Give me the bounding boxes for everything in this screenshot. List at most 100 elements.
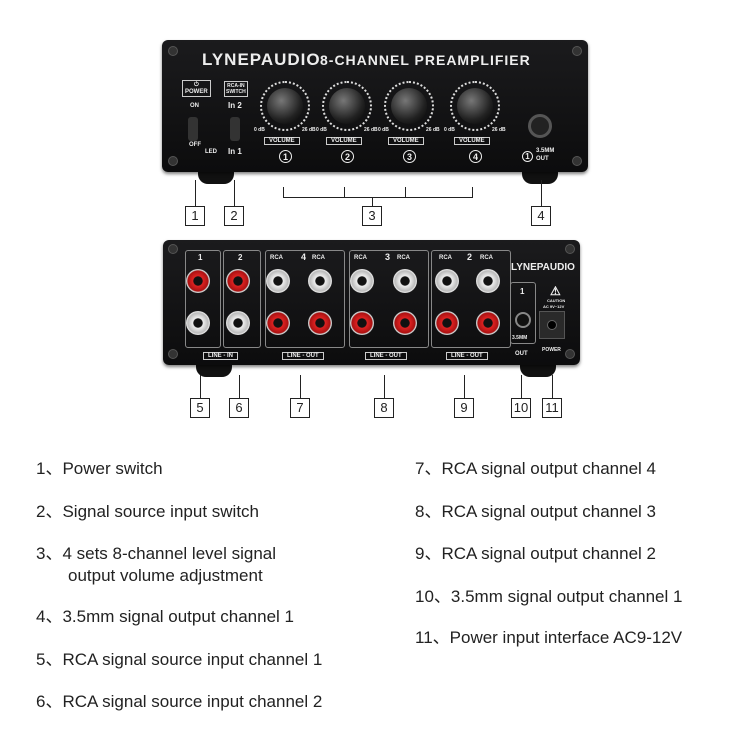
- line-in-label: LINE - IN: [203, 352, 238, 360]
- rear-jack-label: 3.5MM: [512, 335, 528, 341]
- callout-7: 7: [290, 398, 310, 418]
- rca-jack[interactable]: [308, 269, 332, 293]
- screw: [168, 349, 178, 359]
- line-out-label-4: LINE - OUT: [282, 352, 324, 360]
- volume-knob-2[interactable]: [322, 81, 372, 131]
- volume-knob-1[interactable]: [260, 81, 310, 131]
- knob-cap: [391, 88, 427, 124]
- rca-jack[interactable]: [266, 311, 290, 335]
- knob-min-label: 0 dB: [378, 127, 389, 133]
- rear-brand-logo: LYNEPAUDIO: [511, 262, 575, 273]
- rca-jack[interactable]: [476, 311, 500, 335]
- rca-jack[interactable]: [435, 311, 459, 335]
- knob-min-label: 0 dB: [444, 127, 455, 133]
- switch-label-1: RCA-IN: [227, 83, 245, 89]
- in1-label: In 1: [228, 147, 242, 156]
- legend-item-7: 7、RCA signal output channel 4: [415, 459, 656, 478]
- legend-item-8: 8、RCA signal output channel 3: [415, 502, 656, 521]
- rca-label: RCA: [480, 255, 493, 261]
- legend-item-3: 3、4 sets 8-channel level signal: [36, 544, 277, 563]
- rca-label: RCA: [354, 255, 367, 261]
- callout-line: [541, 180, 542, 206]
- callout-line: [464, 375, 465, 398]
- callout-10: 10: [511, 398, 531, 418]
- rca-jack[interactable]: [435, 269, 459, 293]
- legend-item-9: 9、RCA signal output channel 2: [415, 544, 656, 563]
- rca-jack[interactable]: [186, 311, 210, 335]
- front-foot-right: [522, 170, 558, 184]
- screw: [572, 46, 582, 56]
- screw: [565, 349, 575, 359]
- bracket-tick: [344, 187, 345, 197]
- brand-logo: LYNEPAUDIO: [202, 50, 321, 69]
- caution-label: CAUTION: [547, 298, 566, 303]
- callout-line: [521, 375, 522, 398]
- callout-9: 9: [454, 398, 474, 418]
- legend-item-1: 1、Power switch: [36, 459, 163, 478]
- callout-line: [384, 375, 385, 398]
- rca-jack[interactable]: [226, 311, 250, 335]
- rca-label: RCA: [312, 255, 325, 261]
- rca-jack[interactable]: [350, 269, 374, 293]
- out-section: [510, 282, 536, 344]
- rear-out-label: OUT: [515, 351, 528, 357]
- volume-label: VOLUME: [454, 137, 490, 145]
- rear-3-5mm-jack[interactable]: [515, 312, 531, 328]
- rca-jack[interactable]: [266, 269, 290, 293]
- screw: [168, 244, 178, 254]
- input-switch[interactable]: [230, 117, 240, 141]
- screw: [168, 156, 178, 166]
- input-number-1: 1: [198, 253, 203, 262]
- dc-power-jack[interactable]: [539, 311, 565, 339]
- volume-label: VOLUME: [326, 137, 362, 145]
- output-section-3: [349, 250, 429, 348]
- knob-max-label: 26 dB: [302, 127, 316, 133]
- volume-knob-4[interactable]: [450, 81, 500, 131]
- legend-item-11: 11、Power input interface AC9-12V: [415, 628, 683, 647]
- rca-label: RCA: [397, 255, 410, 261]
- legend-item-5: 5、RCA signal source input channel 1: [36, 650, 323, 669]
- rca-jack[interactable]: [226, 269, 250, 293]
- output-section-4: [265, 250, 345, 348]
- knob-max-label: 26 dB: [426, 127, 440, 133]
- knob-cap: [267, 88, 303, 124]
- knob-cap: [457, 88, 493, 124]
- legend-item-6: 6、RCA signal source input channel 2: [36, 692, 323, 711]
- callout-1: 1: [185, 206, 205, 226]
- input-section-2: [223, 250, 261, 348]
- rca-jack[interactable]: [350, 311, 374, 335]
- rear-foot-left: [196, 363, 232, 377]
- rca-jack[interactable]: [393, 311, 417, 335]
- knob-min-label: 0 dB: [316, 127, 327, 133]
- rca-jack[interactable]: [393, 269, 417, 293]
- out-label-1: 3.5MM: [536, 148, 555, 154]
- callout-3: 3: [362, 206, 382, 226]
- front-panel: LYNEPAUDIO 8-CHANNEL PREAMPLIFIER ⏻POWER…: [162, 40, 588, 172]
- power-text: POWER: [185, 89, 208, 95]
- rca-jack[interactable]: [186, 269, 210, 293]
- power-input-label: POWER: [542, 347, 561, 353]
- callout-line: [195, 180, 196, 206]
- callout-11: 11: [542, 398, 562, 418]
- callout-line: [200, 375, 201, 398]
- rca-jack[interactable]: [308, 311, 332, 335]
- bracket-line: [283, 197, 473, 198]
- off-label: OFF: [189, 142, 201, 148]
- rca-label: RCA: [439, 255, 452, 261]
- on-label: ON: [190, 103, 199, 109]
- line-out-label-2: LINE - OUT: [446, 352, 488, 360]
- legend-item-2: 2、Signal source input switch: [36, 502, 260, 521]
- out-number: 1: [522, 151, 533, 162]
- bracket-tick: [283, 187, 284, 197]
- legend-item-3-cont: output volume adjustment: [68, 566, 263, 585]
- rca-jack[interactable]: [476, 269, 500, 293]
- volume-knob-3[interactable]: [384, 81, 434, 131]
- product-title: 8-CHANNEL PREAMPLIFIER: [320, 52, 531, 68]
- rear-out-number: 1: [520, 287, 525, 296]
- headphone-jack[interactable]: [528, 114, 552, 138]
- power-switch[interactable]: [188, 117, 198, 141]
- knob-max-label: 26 dB: [492, 127, 506, 133]
- switch-label-2: SWITCH: [226, 89, 246, 95]
- volume-label: VOLUME: [388, 137, 424, 145]
- legend-item-4: 4、3.5mm signal output channel 1: [36, 607, 294, 626]
